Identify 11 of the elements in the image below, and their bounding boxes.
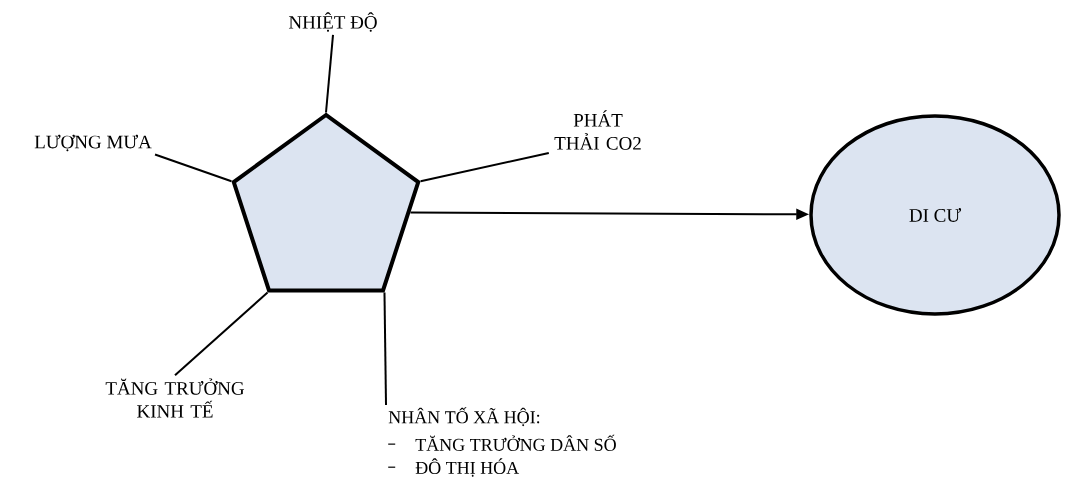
label-text: NHIỆT ĐỘ	[288, 12, 377, 32]
connector-line	[325, 33, 334, 114]
label-text: TĂNG TRƯỞNG KINH TẾ	[105, 378, 245, 418]
oval-node: DI CƯ	[809, 114, 1061, 316]
connector-line	[383, 291, 387, 406]
label-text: LƯỢNG MƯA	[34, 134, 152, 152]
connector-line	[174, 291, 269, 377]
list-text: NHÂN TỐ XÃ HỘI: TĂNG TRƯỞNG DÂN SỐ ĐÔ THỊ HÓA	[387, 407, 616, 477]
connector-line	[154, 153, 233, 183]
connector-line	[419, 151, 550, 183]
label-text: PHÁT THẢI CO2	[554, 110, 641, 150]
